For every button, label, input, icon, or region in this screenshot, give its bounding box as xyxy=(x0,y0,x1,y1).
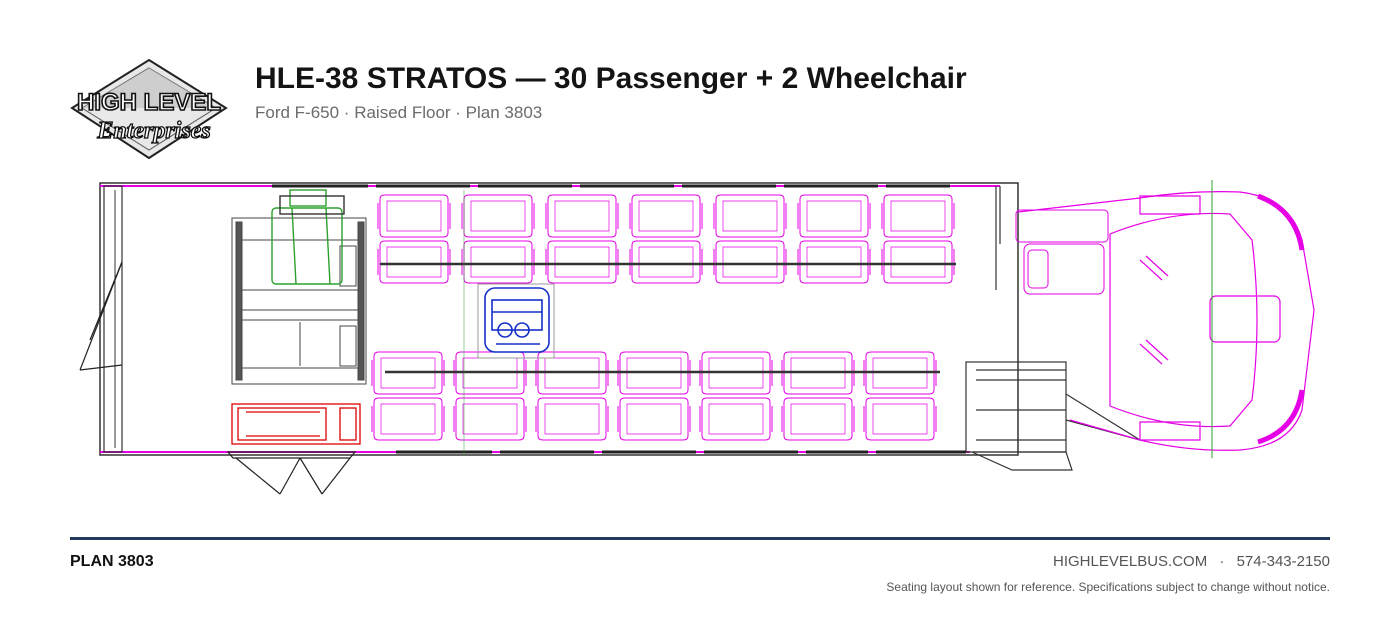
seat-pair xyxy=(536,352,608,440)
bus-floorplan xyxy=(79,180,1315,495)
footer-website[interactable]: HIGHLEVELBUS.COM xyxy=(1053,553,1208,570)
footer-divider xyxy=(70,537,1330,540)
seat-pair xyxy=(714,195,786,283)
side-entry-door xyxy=(226,451,357,495)
footer-separator: · xyxy=(1219,553,1225,570)
seat-pair xyxy=(454,352,526,440)
footer-disclaimer: Seating layout shown for reference. Spec… xyxy=(886,580,1330,594)
page-subtitle: Ford F-650 · Raised Floor · Plan 3803 xyxy=(255,103,543,122)
seat-pair xyxy=(700,352,772,440)
rear-door xyxy=(79,261,123,371)
seat-pair xyxy=(782,352,854,440)
page-title: HLE-38 STRATOS — 30 Passenger + 2 Wheelc… xyxy=(255,62,967,95)
seat-rows-upper xyxy=(378,195,956,283)
seat-pair xyxy=(462,195,534,283)
rear-side-benches xyxy=(231,217,367,385)
logo-line1: HIGH LEVEL xyxy=(77,89,221,116)
front-entry-steps xyxy=(965,361,1141,471)
seat-pair xyxy=(798,195,870,283)
seat-pair xyxy=(864,352,936,440)
driver-area xyxy=(1015,209,1109,295)
footer-plan-label: PLAN 3803 xyxy=(70,553,154,570)
seat-rows-lower xyxy=(372,352,940,440)
driver-partition xyxy=(995,186,1001,290)
seat-pair xyxy=(378,195,450,283)
seat-pair xyxy=(618,352,690,440)
seat-pair xyxy=(372,352,444,440)
seat-pair xyxy=(882,195,954,283)
front-bumper xyxy=(1257,193,1305,445)
logo-line2: Enterprises xyxy=(96,118,210,144)
company-logo: HIGH LEVEL Enterprises xyxy=(70,58,228,160)
stretcher-fixture xyxy=(271,189,345,285)
cab-hood xyxy=(1017,191,1315,451)
seat-pair xyxy=(630,195,702,283)
wheelchair-lift xyxy=(231,403,361,445)
footer-contact: HIGHLEVELBUS.COM · 574-343-2150 xyxy=(1053,553,1330,570)
wheelchair-position xyxy=(477,283,555,359)
seat-pair xyxy=(546,195,618,283)
footer-phone[interactable]: 574-343-2150 xyxy=(1236,553,1330,570)
